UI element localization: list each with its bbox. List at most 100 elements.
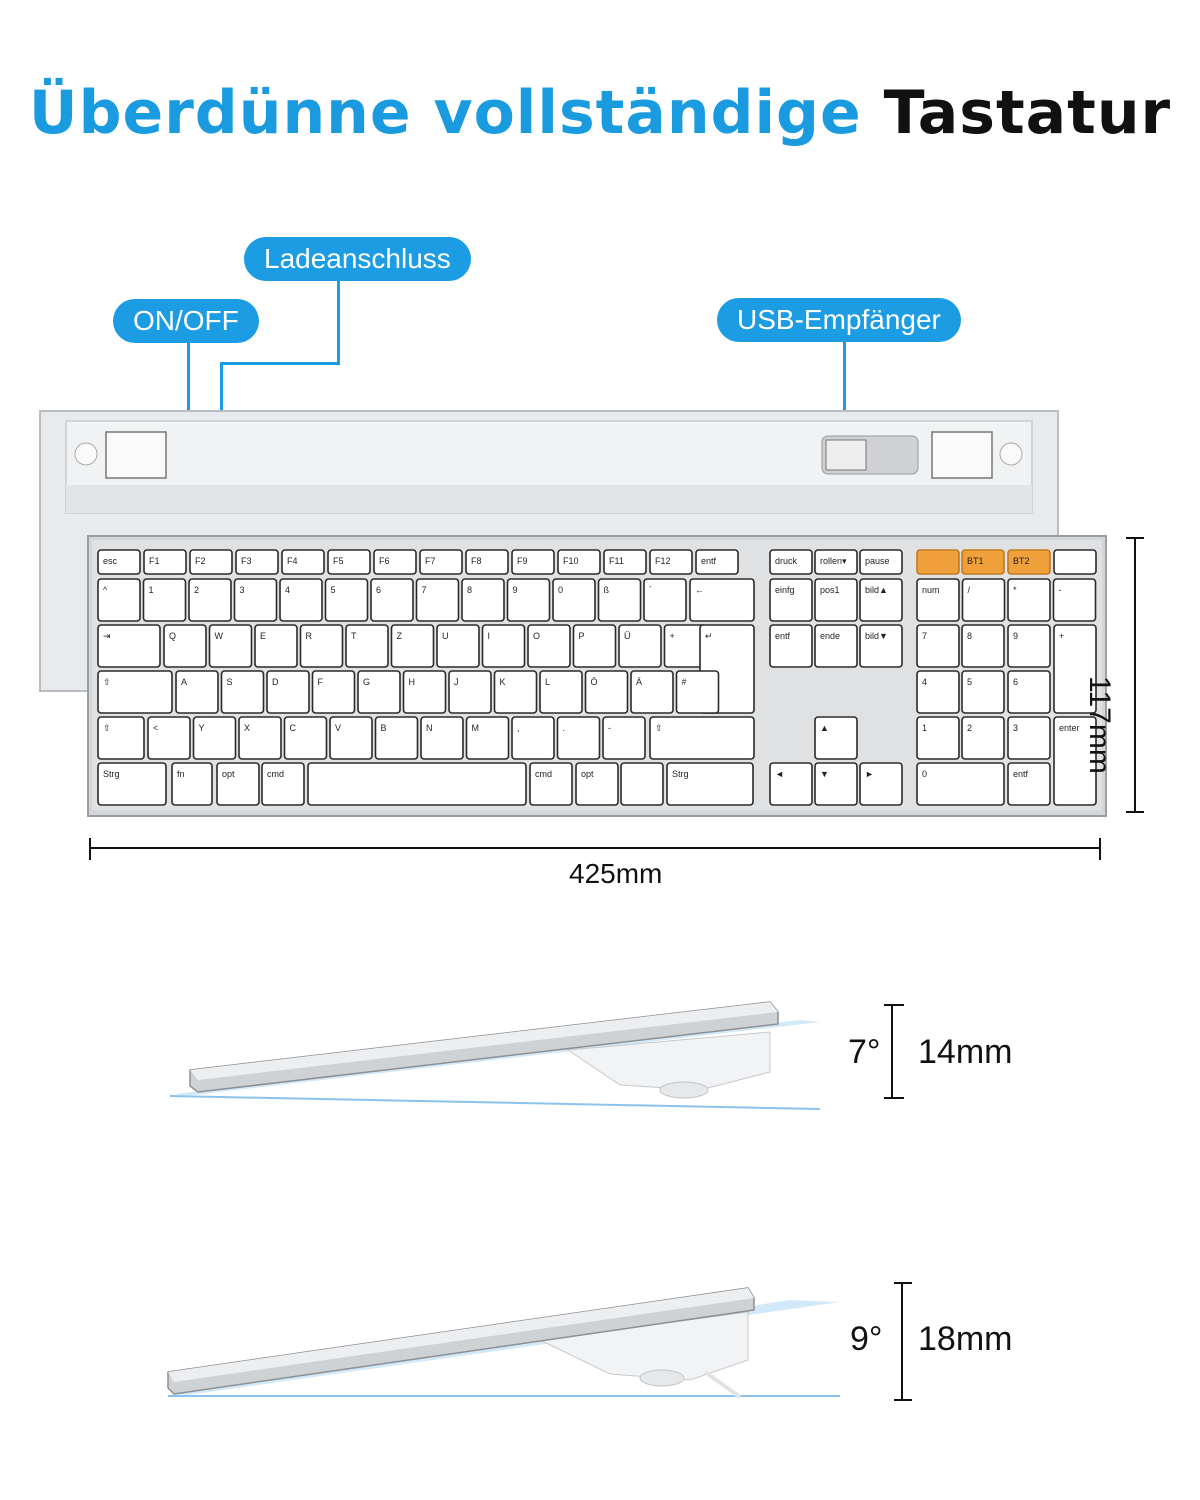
key-43: [163, 624, 207, 668]
key-label-72: L: [545, 677, 550, 687]
key-59: [916, 624, 960, 668]
key-label-59: 7: [922, 631, 927, 641]
key-13: [695, 549, 739, 575]
key-32: [597, 578, 642, 622]
key-label-87: M: [472, 723, 480, 733]
key-68: [357, 670, 401, 714]
key-label-65: S: [227, 677, 233, 687]
left-foot: [105, 431, 167, 479]
keyboard-top-shade: [66, 485, 1032, 513]
key-80: [147, 716, 191, 760]
leader-line-usb: [843, 340, 846, 448]
key-21: [97, 578, 141, 622]
key-8: [465, 549, 509, 575]
key-64: [175, 670, 219, 714]
key-106: [769, 762, 813, 806]
key-95: [1007, 716, 1051, 760]
key-label-4: F4: [287, 556, 298, 566]
key-88: [511, 716, 555, 760]
side1-angle-fill: [175, 1020, 820, 1096]
key-label-110: entf: [1013, 769, 1029, 779]
key-label-41: -: [1059, 585, 1062, 595]
key-label-11: F11: [609, 556, 624, 566]
key-89: [556, 716, 601, 760]
key-5: [327, 549, 371, 575]
key-label-29: 8: [467, 585, 472, 595]
key-label-64: A: [181, 677, 187, 687]
key-label-88: ,: [517, 723, 520, 733]
key-label-43: Q: [169, 631, 176, 641]
key-label-16: pause: [865, 556, 890, 566]
key-label-66: D: [272, 677, 279, 687]
key-93: [916, 716, 960, 760]
key-label-50: I: [488, 631, 491, 641]
thickness2-label: 18mm: [918, 1320, 1013, 1358]
key-16: [859, 549, 903, 575]
key-label-25: 4: [285, 585, 290, 595]
key-label-36: pos1: [820, 585, 840, 595]
key-81: [192, 716, 237, 760]
key-label-21: ^: [103, 585, 108, 595]
key-label-106: ◄: [775, 769, 784, 779]
key-label-90: -: [608, 723, 611, 733]
key-label-93: 1: [922, 723, 927, 733]
key-50: [481, 624, 526, 668]
key-label-74: Ä: [636, 677, 642, 687]
callout-ladeanschluss: Ladeanschluss: [244, 237, 471, 281]
key-3: [235, 549, 279, 575]
key-label-94: 2: [967, 723, 972, 733]
key-label-67: F: [318, 677, 324, 687]
side1-base-shadow: [170, 1095, 820, 1110]
key-label-62: +: [1059, 631, 1064, 641]
key-label-40: *: [1013, 585, 1017, 595]
key-48: [390, 624, 435, 668]
key-92: [814, 716, 858, 760]
key-57: [814, 624, 858, 668]
key-label-97: Strg: [103, 769, 120, 779]
key-label-32: ß: [604, 585, 610, 595]
key-100: [261, 762, 305, 806]
key-label-28: 7: [422, 585, 427, 595]
key-label-73: Ö: [591, 677, 598, 687]
key-76: [916, 670, 960, 714]
key-82: [238, 716, 282, 760]
key-label-1: F1: [149, 556, 160, 566]
key-109: [916, 762, 1005, 806]
key-47: [345, 624, 389, 668]
key-42: [97, 624, 161, 668]
key-36: [814, 578, 858, 622]
key-29: [461, 578, 505, 622]
key-2: [189, 549, 233, 575]
key-label-49: U: [442, 631, 449, 641]
leader-line-ladeanschluss: [337, 280, 340, 364]
key-label-45: E: [260, 631, 266, 641]
key-14: [769, 549, 813, 575]
key-73: [584, 670, 629, 714]
key-84: [329, 716, 373, 760]
key-35: [769, 578, 813, 622]
key-11: [603, 549, 647, 575]
key-label-48: Z: [397, 631, 403, 641]
key-label-55: ↵: [705, 631, 713, 641]
key-label-39: /: [968, 585, 971, 595]
key-19: [1007, 549, 1051, 575]
key-label-82: X: [244, 723, 250, 733]
key-label-27: 6: [376, 585, 381, 595]
key-label-86: N: [426, 723, 433, 733]
key-94: [961, 716, 1005, 760]
key-label-109: 0: [922, 769, 927, 779]
key-56: [769, 624, 813, 668]
key-label-51: O: [533, 631, 540, 641]
key-34: [689, 578, 755, 622]
key-label-6: F6: [379, 556, 390, 566]
key-22: [142, 578, 187, 622]
key-31: [552, 578, 596, 622]
key-label-52: P: [579, 631, 585, 641]
side2-base-shadow: [168, 1395, 840, 1397]
key-67: [311, 670, 356, 714]
key-66: [266, 670, 310, 714]
key-label-58: bild▼: [865, 631, 888, 641]
key-1: [143, 549, 187, 575]
key-79: [97, 716, 145, 760]
